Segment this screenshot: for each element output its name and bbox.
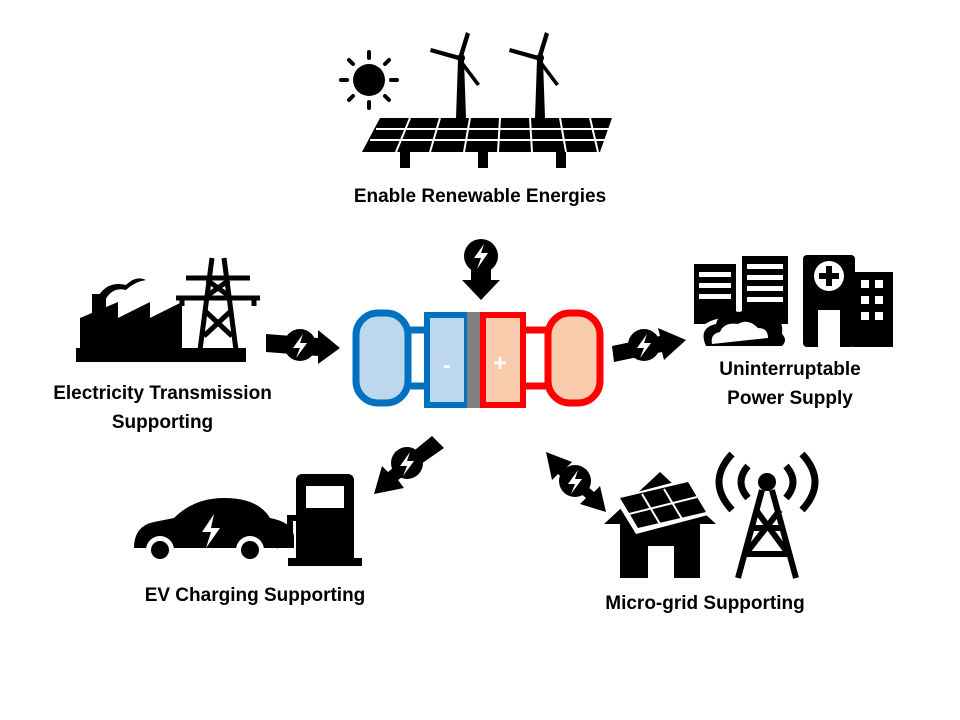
arrow-down-icon <box>462 239 500 300</box>
ups-text-line2: Power Supply <box>727 388 853 409</box>
wind-turbine-icon <box>430 32 480 118</box>
microgrid-label: Micro-grid Supporting <box>580 589 830 618</box>
negative-electrolyte-tank <box>352 309 412 407</box>
transmission-tower-icon <box>176 257 260 351</box>
positive-sign: + <box>493 350 507 377</box>
hospital-icon <box>803 255 893 347</box>
negative-sign: - <box>443 352 451 379</box>
battery-cell: - + <box>352 309 604 408</box>
ups-text-line1: Uninterruptable <box>719 359 861 380</box>
renewable-energy-icon <box>339 32 612 168</box>
sun-icon <box>339 50 399 110</box>
charging-station-icon <box>274 474 362 566</box>
renewable-energy-text: Enable Renewable Energies <box>353 186 607 207</box>
double-arrow-icon <box>546 452 606 512</box>
transmission-label: Electricity Transmission Supporting <box>20 379 305 437</box>
renewable-energy-label: Enable Renewable Energies <box>330 182 630 211</box>
solar-panel-array-icon <box>362 117 612 168</box>
cell-tower-icon <box>715 451 819 579</box>
membrane-separator <box>467 312 483 408</box>
cloud-icon <box>700 307 785 348</box>
factory-icon <box>76 278 246 362</box>
ev-charging-text: EV Charging Supporting <box>144 585 366 606</box>
ev-charging-label: EV Charging Supporting <box>120 581 390 610</box>
positive-electrolyte-tank <box>544 309 604 407</box>
positive-electrode <box>480 312 526 408</box>
arrow-right-icon <box>266 329 340 364</box>
microgrid-text: Micro-grid Supporting <box>605 593 805 614</box>
house-solar-icon <box>604 472 716 578</box>
arrow-right-icon <box>612 328 686 362</box>
ups-label: Uninterruptable Power Supply <box>690 355 890 413</box>
transmission-text-line1: Electricity Transmission <box>53 383 272 404</box>
server-rack-icon <box>694 256 788 348</box>
arrow-down-left-icon <box>374 436 444 494</box>
electric-car-icon <box>134 498 294 564</box>
wind-turbine-icon <box>509 32 559 118</box>
transmission-text-line2: Supporting <box>111 412 214 433</box>
